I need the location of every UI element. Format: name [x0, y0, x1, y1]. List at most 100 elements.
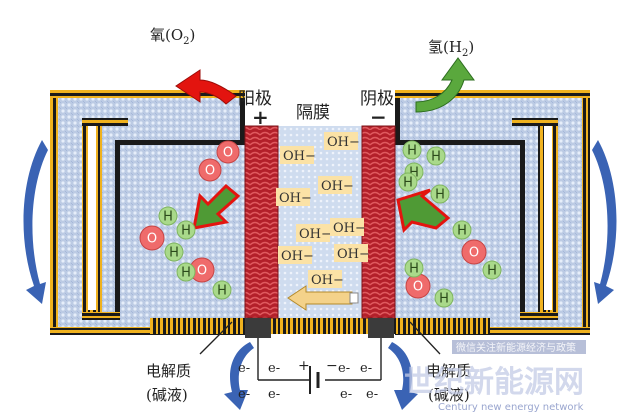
svg-text:OH−: OH−: [337, 247, 370, 262]
svg-text:H: H: [409, 166, 419, 181]
watermark-brand: 世纪新能源网: [404, 365, 584, 400]
hydrogen-label: 氢(H2): [428, 38, 474, 59]
cathode-sign: −: [370, 105, 387, 129]
electrolyte-sublabel-left: (碱液): [146, 386, 188, 404]
molecule-oxygen-15: O: [461, 239, 487, 265]
circulation-arrow-right: [592, 140, 617, 304]
molecule-hydrogen-19: H: [434, 288, 454, 308]
electrons-layer: e-e-e-e-e-e-e-e-: [238, 361, 378, 402]
molecule-oxygen-6: O: [189, 257, 215, 283]
hydroxide-ion-0: OH−: [280, 146, 316, 164]
anode-sign: +: [252, 105, 269, 129]
electrolyte-pointer-right: [409, 321, 441, 355]
anode-electrode: [244, 125, 279, 319]
electrolyte-sublabel-right: (碱液): [428, 386, 470, 404]
molecule-oxygen-17: O: [405, 273, 431, 299]
svg-text:OH−: OH−: [333, 221, 366, 236]
hydroxide-ion-1: OH−: [324, 132, 360, 150]
molecule-hydrogen-10: H: [426, 146, 446, 166]
anode-terminal: [245, 318, 271, 338]
svg-text:H: H: [217, 284, 227, 299]
electron-label-6: e-: [340, 387, 352, 402]
oxygen-arrow: [175, 69, 237, 105]
molecule-hydrogen-9: H: [402, 140, 422, 160]
hydroxide-ion-4: OH−: [296, 224, 332, 242]
svg-text:OH−: OH−: [299, 227, 332, 242]
svg-text:OH−: OH−: [327, 135, 360, 150]
electron-label-3: e-: [360, 361, 372, 376]
hydrogen-arrow: [415, 57, 475, 113]
watermark-banner: [452, 340, 586, 354]
molecule-hydrogen-12: H: [398, 172, 418, 192]
svg-text:O: O: [205, 164, 215, 179]
watermark-notice: 微信关注新能源经济与政策: [456, 341, 576, 354]
electrolyte-label-left: 电解质: [146, 362, 191, 380]
cathode-electrode: [361, 125, 396, 319]
circulation-arrow-left: [23, 140, 48, 304]
membrane-label: 隔膜: [296, 103, 330, 123]
reaction-arrow-right: [396, 188, 451, 234]
hydroxide-ion-2: OH−: [276, 188, 312, 206]
svg-text:OH−: OH−: [279, 191, 312, 206]
hydroxide-ion-8: OH−: [308, 270, 344, 288]
molecule-hydrogen-16: H: [482, 260, 502, 280]
battery-minus: −: [326, 358, 338, 374]
hydroxide-ion-6: OH−: [278, 246, 314, 264]
cathode-terminal: [368, 318, 394, 338]
electrolyte-label-right: 电解质: [426, 362, 471, 380]
bottom-plate: [150, 318, 490, 334]
oxygen-label: 氧(O2): [150, 26, 195, 47]
electrolyte-pointer-left: [199, 321, 233, 355]
svg-text:OH−: OH−: [283, 149, 316, 164]
svg-text:H: H: [407, 144, 417, 159]
circulation-arrow-bottom-left: [224, 342, 254, 410]
right-cell-frame: [395, 90, 590, 335]
electron-label-7: e-: [366, 387, 378, 402]
svg-text:H: H: [181, 266, 191, 281]
svg-text:O: O: [469, 246, 479, 261]
molecule-oxygen-1: O: [198, 158, 222, 182]
svg-text:O: O: [223, 146, 233, 161]
svg-text:H: H: [409, 262, 419, 277]
hydroxide-transport-arrow: [287, 285, 359, 311]
hydroxide-ion-3: OH−: [318, 176, 354, 194]
battery-plus: +: [298, 358, 310, 374]
svg-text:O: O: [197, 264, 207, 279]
svg-text:H: H: [403, 176, 413, 191]
svg-text:OH−: OH−: [311, 273, 344, 288]
molecule-hydrogen-2: H: [158, 206, 178, 226]
molecule-hydrogen-7: H: [176, 262, 196, 282]
hydroxide-ion-7: OH−: [334, 244, 370, 262]
svg-text:H: H: [457, 224, 467, 239]
molecule-hydrogen-5: H: [176, 220, 196, 240]
molecule-hydrogen-18: H: [404, 258, 424, 278]
svg-text:H: H: [487, 264, 497, 279]
left-cell-frame: [50, 90, 245, 335]
watermark-url: Century new energy network: [438, 402, 584, 413]
molecule-oxygen-0: O: [216, 140, 240, 164]
molecule-hydrogen-14: H: [452, 220, 472, 240]
electron-label-2: e-: [338, 361, 350, 376]
svg-text:H: H: [431, 150, 441, 165]
svg-text:O: O: [147, 232, 157, 247]
electron-label-4: e-: [238, 387, 250, 402]
svg-text:OH−: OH−: [281, 249, 314, 264]
external-circuit: [257, 338, 382, 394]
hydroxide-ion-5: OH−: [330, 218, 366, 236]
cathode-label: 阴极: [360, 89, 394, 109]
svg-text:H: H: [163, 210, 173, 225]
hydroxide-ions-layer: OH−OH−OH−OH−OH−OH−OH−OH−OH−: [276, 132, 370, 288]
anode-label: 阳极: [238, 89, 272, 109]
svg-text:H: H: [435, 188, 445, 203]
svg-text:H: H: [181, 224, 191, 239]
molecule-hydrogen-4: H: [164, 242, 184, 262]
electron-label-5: e-: [268, 387, 280, 402]
molecule-hydrogen-13: H: [430, 184, 450, 204]
electron-label-1: e-: [268, 361, 280, 376]
svg-text:O: O: [413, 280, 423, 295]
svg-text:H: H: [169, 246, 179, 261]
electron-label-0: e-: [238, 361, 250, 376]
